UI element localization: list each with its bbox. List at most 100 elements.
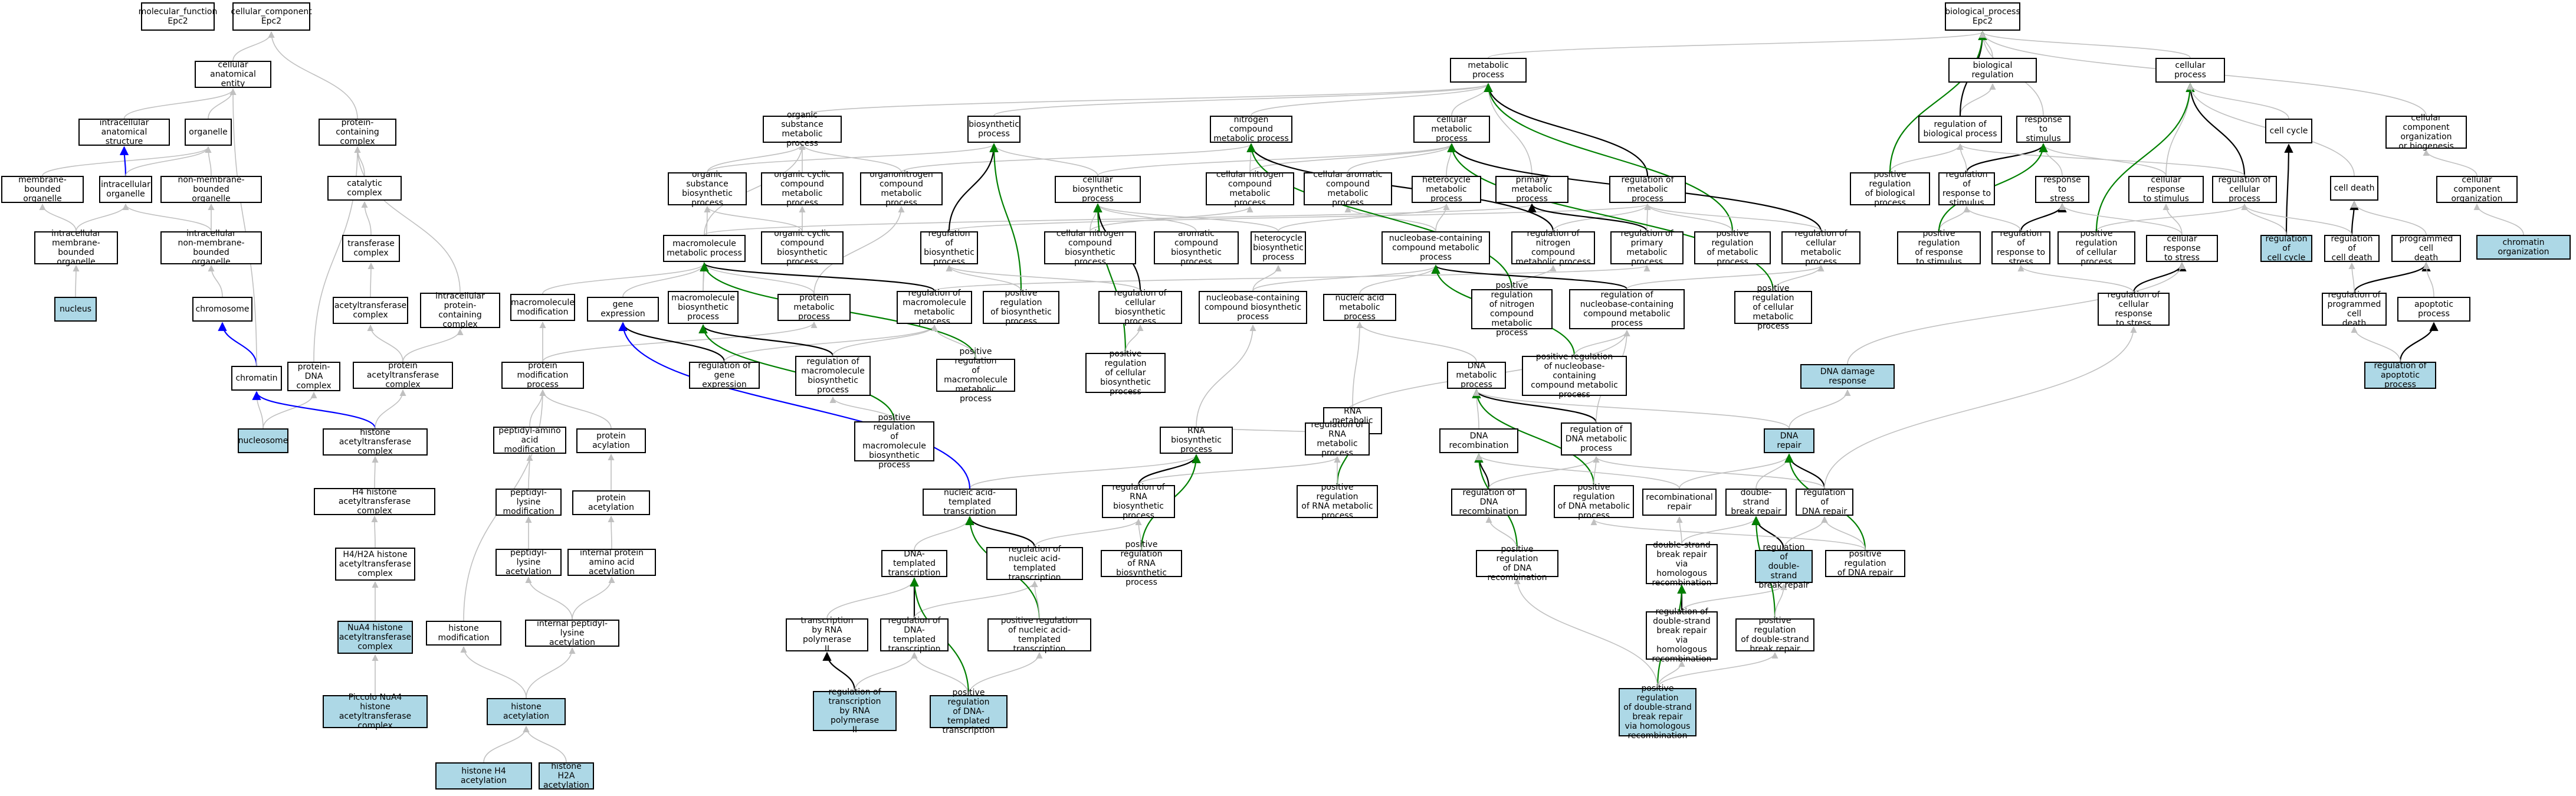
node-aromatic-compound-biosynthetic-process[interactable]: aromatic compound biosynthetic process	[1154, 229, 1239, 267]
node-regulation-of-transcription-by-rna-polymerase-ii[interactable]: regulation of transcription by RNA polym…	[813, 687, 897, 735]
node-programmed-cell-death[interactable]: programmed cell death	[2391, 234, 2461, 263]
node-regulation-of-rna-biosynthetic-process[interactable]: regulation of RNA biosynthetic process	[1102, 483, 1175, 520]
node-peptidyl-amino-acid-modification[interactable]: peptidyl-amino acid modification	[493, 426, 566, 454]
node-regulation-of-rna-metabolic-process[interactable]: regulation of RNA metabolic process	[1305, 420, 1370, 458]
node-peptidyl-lysine-modification[interactable]: peptidyl-lysine modification	[495, 488, 562, 516]
node-protein-acetyltransferase-complex[interactable]: protein acetyltransferase complex	[353, 361, 453, 389]
node-regulation-of-cellular-metabolic-process[interactable]: regulation of cellular metabolic process	[1781, 229, 1860, 267]
node-regulation-of-nitrogen-compound-metabolic-process[interactable]: regulation of nitrogen compound metaboli…	[1511, 229, 1595, 267]
node-positive-regulation-of-response-to-stimulus[interactable]: positive regulation of response to stimu…	[1897, 229, 1981, 267]
node-gene-expression[interactable]: gene expression	[587, 297, 659, 322]
node-nucleobase-containing-compound-metabolic-process[interactable]: nucleobase-containing compound metabolic…	[1381, 231, 1490, 264]
node-dna-metabolic-process[interactable]: DNA metabolic process	[1447, 361, 1506, 389]
node-nua4-complex[interactable]: NuA4 histone acetyltransferase complex	[337, 621, 413, 654]
node-histone-acetyltransferase-complex[interactable]: histone acetyltransferase complex	[323, 428, 428, 456]
node-cellular-process[interactable]: cellular process	[2155, 58, 2225, 83]
node-regulation-of-macromolecule-biosynthetic-process[interactable]: regulation of macromolecule biosynthetic…	[795, 356, 871, 396]
node-transferase-complex[interactable]: transferase complex	[342, 235, 400, 262]
node-chromosome[interactable]: chromosome	[192, 297, 252, 322]
node-histone-acetylation[interactable]: histone acetylation	[487, 698, 566, 725]
node-regulation-of-response-to-stress[interactable]: regulation of response to stress	[1991, 229, 2050, 267]
node-macromolecule-biosynthetic-process[interactable]: macromolecule biosynthetic process	[668, 291, 739, 324]
node-heterocycle-metabolic-process[interactable]: heterocycle metabolic process	[1412, 175, 1481, 204]
node-protein-containing-complex[interactable]: protein-containing complex	[319, 118, 396, 146]
node-regulation-of-cellular-biosynthetic-process[interactable]: regulation of cellular biosynthetic proc…	[1098, 289, 1182, 326]
node-regulation-of-metabolic-process[interactable]: regulation of metabolic process	[1609, 175, 1686, 204]
node-positive-regulation-of-double-strand-break-repair[interactable]: positive regulation of double-strand bre…	[1735, 616, 1814, 654]
node-biological-process[interactable]: biological_process Epc2	[1945, 2, 2020, 31]
node-positive-regulation-of-biosynthetic-process[interactable]: positive regulation of biosynthetic proc…	[983, 289, 1059, 326]
node-response-to-stimulus[interactable]: response to stimulus	[2016, 115, 2070, 143]
node-internal-peptidyl-lysine-acetylation[interactable]: internal peptidyl-lysine acetylation	[525, 619, 619, 647]
node-intracellular-protein-containing-complex[interactable]: intracellular protein-containing complex	[420, 291, 500, 329]
node-cellular-biosynthetic-process[interactable]: cellular biosynthetic process	[1055, 175, 1141, 204]
node-h4-h2a-histone-acetyltransferase-complex[interactable]: H4/H2A histone acetyltransferase complex	[335, 548, 415, 581]
node-rna-biosynthetic-process[interactable]: RNA biosynthetic process	[1160, 426, 1233, 454]
node-regulation-of-macromolecule-metabolic-process[interactable]: regulation of macromolecule metabolic pr…	[897, 289, 972, 326]
node-regulation-of-double-strand-break-repair[interactable]: regulation of double-strand break repair	[1755, 543, 1813, 590]
node-positive-regulation-of-macromolecule-metabolic-process[interactable]: positive regulation of macromolecule met…	[936, 347, 1015, 404]
node-positive-regulation-of-dna-recombination[interactable]: positive regulation of DNA recombination	[1476, 545, 1558, 582]
node-primary-metabolic-process[interactable]: primary metabolic process	[1495, 175, 1568, 204]
node-regulation-of-cell-cycle[interactable]: regulation of cell cycle	[2260, 234, 2312, 263]
node-protein-metabolic-process[interactable]: protein metabolic process	[777, 293, 851, 322]
node-organic-cyclic-compound-biosynthetic-process[interactable]: organic cyclic compound biosynthetic pro…	[761, 229, 844, 267]
node-catalytic-complex[interactable]: catalytic complex	[327, 176, 402, 201]
node-cell-cycle[interactable]: cell cycle	[2265, 119, 2312, 143]
node-regulation-of-gene-expression[interactable]: regulation of gene expression	[689, 361, 760, 389]
node-positive-regulation-of-dna-repair[interactable]: positive regulation of DNA repair	[1825, 549, 1905, 578]
node-organic-substance-metabolic-process[interactable]: organic substance metabolic process	[763, 110, 842, 148]
node-positive-regulation-of-rna-biosynthetic-process[interactable]: positive regulation of RNA biosynthetic …	[1101, 540, 1182, 587]
node-cellular-metabolic-process[interactable]: cellular metabolic process	[1413, 115, 1490, 143]
node-response-to-stress[interactable]: response to stress	[2035, 175, 2089, 204]
node-organic-cyclic-compound-metabolic-process[interactable]: organic cyclic compound metabolic proces…	[761, 170, 844, 208]
node-internal-protein-amino-acid-acetylation[interactable]: internal protein amino acid acetylation	[567, 548, 656, 576]
node-histone-modification[interactable]: histone modification	[426, 621, 501, 646]
node-cellular-aromatic-compound-metabolic-process[interactable]: cellular aromatic compound metabolic pro…	[1304, 170, 1392, 208]
node-positive-regulation-of-dna-metabolic-process[interactable]: positive regulation of DNA metabolic pro…	[1554, 483, 1634, 520]
node-h4-histone-acetyltransferase-complex[interactable]: H4 histone acetyltransferase complex	[314, 487, 435, 516]
node-regulation-of-programmed-cell-death[interactable]: regulation of programmed cell death	[2322, 290, 2387, 328]
node-regulation-of-dna-metabolic-process[interactable]: regulation of DNA metabolic process	[1561, 422, 1632, 456]
node-regulation-of-dna-recombination[interactable]: regulation of DNA recombination	[1451, 488, 1527, 516]
node-acetyltransferase-complex[interactable]: acetyltransferase complex	[333, 297, 408, 324]
node-nucleobase-containing-compound-biosynthetic-process[interactable]: nucleobase-containing compound biosynthe…	[1199, 291, 1307, 324]
node-piccolo-nua4-complex[interactable]: Piccolo NuA4 histone acetyltransferase c…	[323, 693, 428, 731]
node-peptidyl-lysine-acetylation[interactable]: peptidyl-lysine acetylation	[495, 548, 562, 576]
node-positive-regulation-of-nucleic-acid-templated-transcription[interactable]: positive regulation of nucleic acid-temp…	[987, 616, 1091, 654]
node-positive-regulation-of-nucleobase-containing-compound-metabolic-process[interactable]: positive regulation of nucleobase-contai…	[1522, 352, 1627, 399]
node-positive-regulation-of-cellular-biosynthetic-process[interactable]: positive regulation of cellular biosynth…	[1085, 349, 1166, 397]
node-biosynthetic-process[interactable]: biosynthetic process	[967, 116, 1020, 143]
node-positive-regulation-of-biological-process[interactable]: positive regulation of biological proces…	[1850, 170, 1930, 208]
node-organonitrogen-compound-metabolic-process[interactable]: organonitrogen compound metabolic proces…	[860, 170, 943, 208]
node-positive-regulation-of-macromolecule-biosynthetic-process[interactable]: positive regulation of macromolecule bio…	[854, 413, 934, 470]
node-intracellular-organelle[interactable]: intracellular organelle	[99, 176, 152, 203]
node-cellular-anatomical-entity[interactable]: cellular anatomical entity	[195, 60, 271, 89]
node-dna-recombination[interactable]: DNA recombination	[1439, 428, 1518, 453]
node-intracellular-membrane-bounded-organelle[interactable]: intracellular membrane-bounded organelle	[34, 229, 118, 267]
node-histone-h2a-acetylation[interactable]: histone H2A acetylation	[539, 762, 594, 790]
node-apoptotic-process[interactable]: apoptotic process	[2397, 297, 2470, 322]
node-cellular-component-organization[interactable]: cellular component organization	[2436, 175, 2518, 204]
node-cellular-component-organization-or-biogenesis[interactable]: cellular component organization or bioge…	[2385, 113, 2467, 151]
node-protein-dna-complex[interactable]: protein-DNA complex	[287, 362, 340, 391]
node-positive-regulation-of-rna-metabolic-process[interactable]: positive regulation of RNA metabolic pro…	[1297, 483, 1378, 520]
node-nucleic-acid-templated-transcription[interactable]: nucleic acid-templated transcription	[923, 488, 1017, 516]
node-transcription-by-rna-polymerase-ii[interactable]: transcription by RNA polymerase II	[786, 616, 868, 654]
node-positive-regulation-of-nitrogen-compound-metabolic-process[interactable]: positive regulation of nitrogen compound…	[1471, 281, 1553, 338]
node-double-strand-break-repair[interactable]: double-strand break repair	[1725, 488, 1787, 516]
node-nucleic-acid-metabolic-process[interactable]: nucleic acid metabolic process	[1323, 293, 1396, 322]
node-intracellular-anatomical-structure[interactable]: intracellular anatomical structure	[78, 118, 170, 146]
node-dna-templated-transcription[interactable]: DNA-templated transcription	[881, 549, 947, 578]
node-organelle[interactable]: organelle	[185, 119, 232, 146]
node-nucleosome[interactable]: nucleosome	[238, 428, 288, 453]
node-dna-repair[interactable]: DNA repair	[1764, 428, 1814, 453]
node-chromatin[interactable]: chromatin	[231, 366, 282, 391]
node-histone-h4-acetylation[interactable]: histone H4 acetylation	[435, 762, 532, 790]
node-protein-acylation[interactable]: protein acylation	[576, 428, 646, 453]
node-regulation-of-cellular-process[interactable]: regulation of cellular process	[2212, 175, 2277, 204]
node-biological-regulation[interactable]: biological regulation	[1948, 58, 2037, 83]
node-protein-acetylation[interactable]: protein acetylation	[572, 490, 650, 515]
node-cellular-nitrogen-compound-biosynthetic-process[interactable]: cellular nitrogen compound biosynthetic …	[1044, 229, 1136, 267]
node-chromatin-organization[interactable]: chromatin organization	[2476, 235, 2571, 260]
